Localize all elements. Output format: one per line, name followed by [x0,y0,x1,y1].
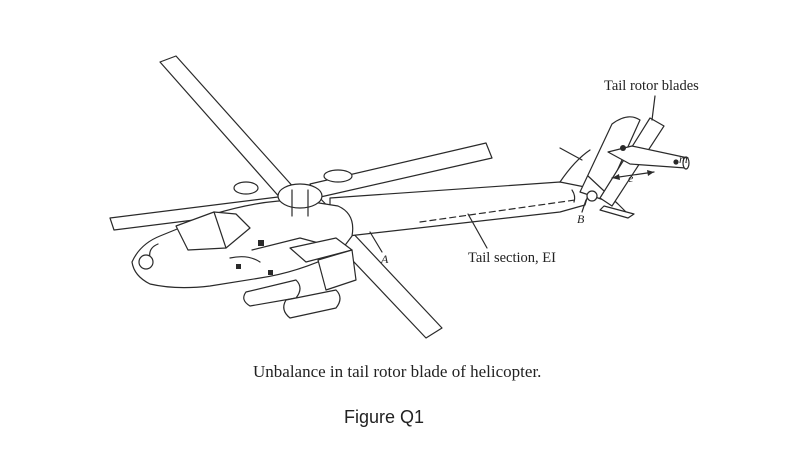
fuselage [131,199,354,289]
label-leaders [369,95,656,253]
tail-rotor-blades-drawing [586,117,690,207]
eccentricity-label: e [628,171,634,185]
point-a-label: A [381,252,389,266]
point-b-label: B [577,212,585,226]
weapon-pods [243,237,357,319]
tail-section-label: Tail section, EI [468,250,556,266]
eccentricity-dimension [611,170,655,180]
tail-fin [559,116,641,219]
figure-caption: Unbalance in tail rotor blade of helicop… [253,362,542,381]
main-rotor-blade-upper-left [159,55,297,201]
mass-label: m [679,152,688,166]
tail-rotor-blades-label: Tail rotor blades [604,78,699,94]
figure-label: Figure Q1 [344,407,425,427]
rotor-hub [233,169,353,217]
